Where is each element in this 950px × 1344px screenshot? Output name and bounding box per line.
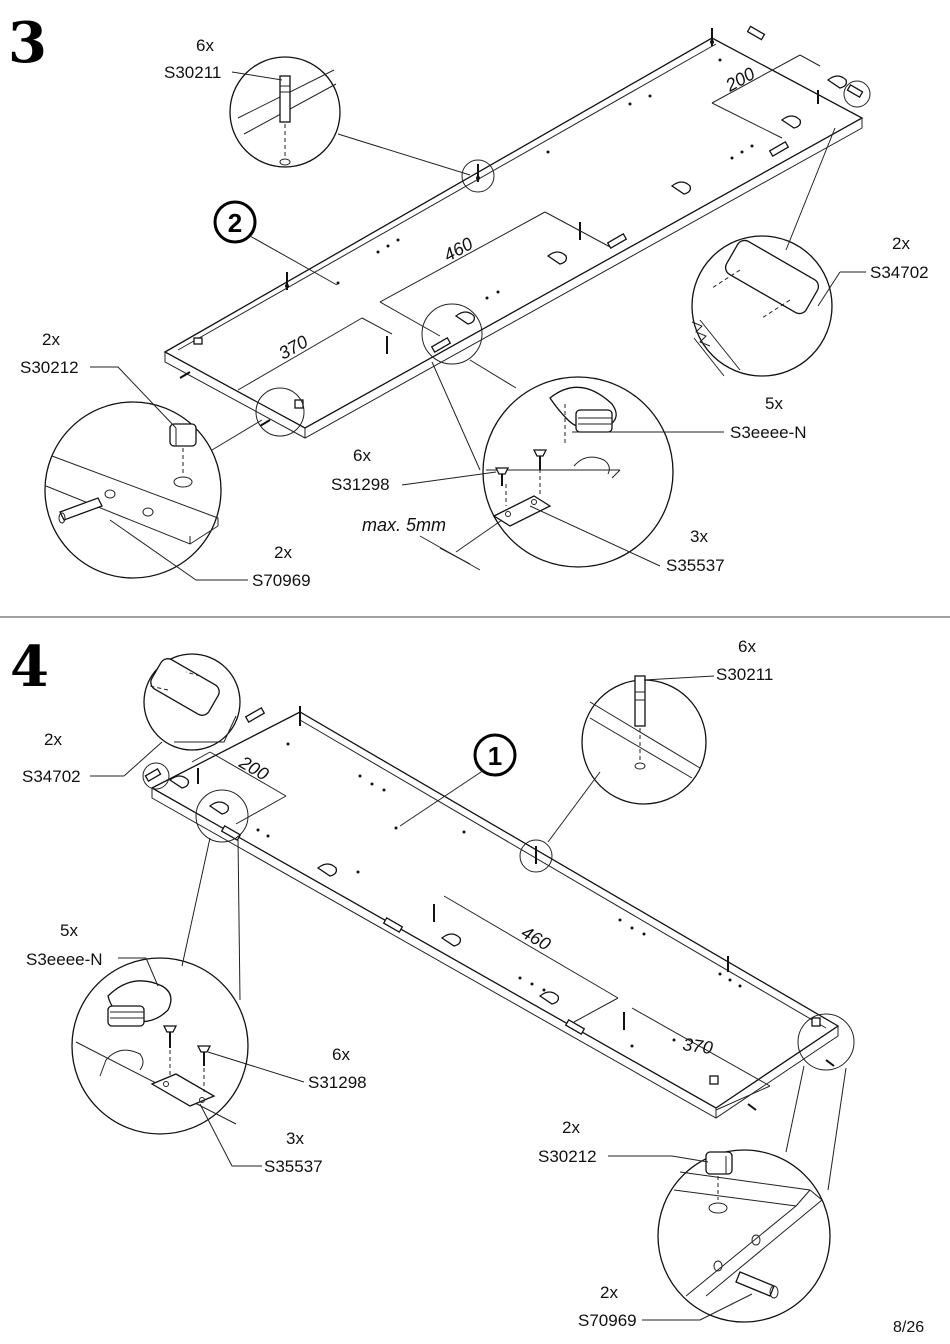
callout-qty-s34702-step4: 2x xyxy=(44,730,62,749)
board-panel-2 xyxy=(163,25,864,439)
detail-s34702-step3: 2x S34702 xyxy=(691,80,929,377)
detail-s30211-step4: 6x S30211 xyxy=(519,637,773,873)
callout-code-s35537-step3: S35537 xyxy=(666,556,725,575)
dim-370-step4: 370 xyxy=(681,1034,714,1058)
callout-qty-s35537-step3: 3x xyxy=(690,527,708,546)
page-number: 8/26 xyxy=(893,1319,924,1336)
callout-code-s30212-step4: S30212 xyxy=(538,1147,597,1166)
board-panel-1 xyxy=(144,706,840,1119)
detail-s30211-step3: 6x S30211 xyxy=(164,36,495,193)
step-4-number: 4 xyxy=(10,634,49,700)
callout-qty-s3eeee-step3: 5x xyxy=(765,394,783,413)
detail-s30212-s70969-step4: 2x S30212 2x S70969 xyxy=(538,1013,855,1330)
part-number-badge-2: 2 xyxy=(213,200,338,286)
callout-code-s30211-step4: S30211 xyxy=(716,665,773,684)
callout-qty-s31298-step3: 6x xyxy=(353,446,371,465)
callout-qty-s30211-step4: 6x xyxy=(738,637,756,656)
callout-qty-s30212-step4: 2x xyxy=(562,1118,580,1137)
callout-qty-s35537-step4: 3x xyxy=(286,1129,304,1148)
callout-qty-s70969-step3: 2x xyxy=(274,543,292,562)
callout-code-s70969-step4: S70969 xyxy=(578,1311,637,1330)
callout-qty-s70969-step4: 2x xyxy=(600,1283,618,1302)
step-3: 3 xyxy=(8,10,929,590)
step-3-number: 3 xyxy=(8,10,47,76)
part-number-1: 1 xyxy=(488,741,502,771)
callout-code-s30212-step3: S30212 xyxy=(20,358,79,377)
callout-code-s3eeee-step4: S3eeee-N xyxy=(26,950,103,969)
dim-max-gap-step3: max. 5mm xyxy=(362,515,446,535)
callout-code-s30211-step3: S30211 xyxy=(164,63,221,82)
callout-qty-s31298-step4: 6x xyxy=(332,1045,350,1064)
callout-code-s3eeee-step3: S3eeee-N xyxy=(730,423,807,442)
callout-code-s34702-step3: S34702 xyxy=(870,263,929,282)
callout-code-s35537-step4: S35537 xyxy=(264,1157,323,1176)
callout-qty-s30212-step3: 2x xyxy=(42,330,60,349)
callout-qty-s30211-step3: 6x xyxy=(196,36,214,55)
detail-s30212-s70969-step3: 2x S30212 2x S70969 xyxy=(20,330,311,590)
callout-code-s31298-step4: S31298 xyxy=(308,1073,367,1092)
callout-code-s70969-step3: S70969 xyxy=(252,571,311,590)
detail-cam-screw-plate-step3: 5x S3eeee-N 6x S31298 3x S35537 max. 5mm xyxy=(331,303,807,575)
part-number-2: 2 xyxy=(228,208,242,238)
detail-s34702-step4: 2x S34702 xyxy=(22,653,241,790)
callout-code-s31298-step3: S31298 xyxy=(331,475,390,494)
part-number-badge-1: 1 xyxy=(399,733,517,827)
callout-code-s34702-step4: S34702 xyxy=(22,767,81,786)
callout-qty-s3eeee-step4: 5x xyxy=(60,921,78,940)
detail-cam-screw-plate-step4: 5x S3eeee-N 6x S31298 3x S35537 xyxy=(26,789,367,1176)
callout-qty-s34702-step3: 2x xyxy=(892,234,910,253)
step-4: 4 xyxy=(10,634,855,1330)
